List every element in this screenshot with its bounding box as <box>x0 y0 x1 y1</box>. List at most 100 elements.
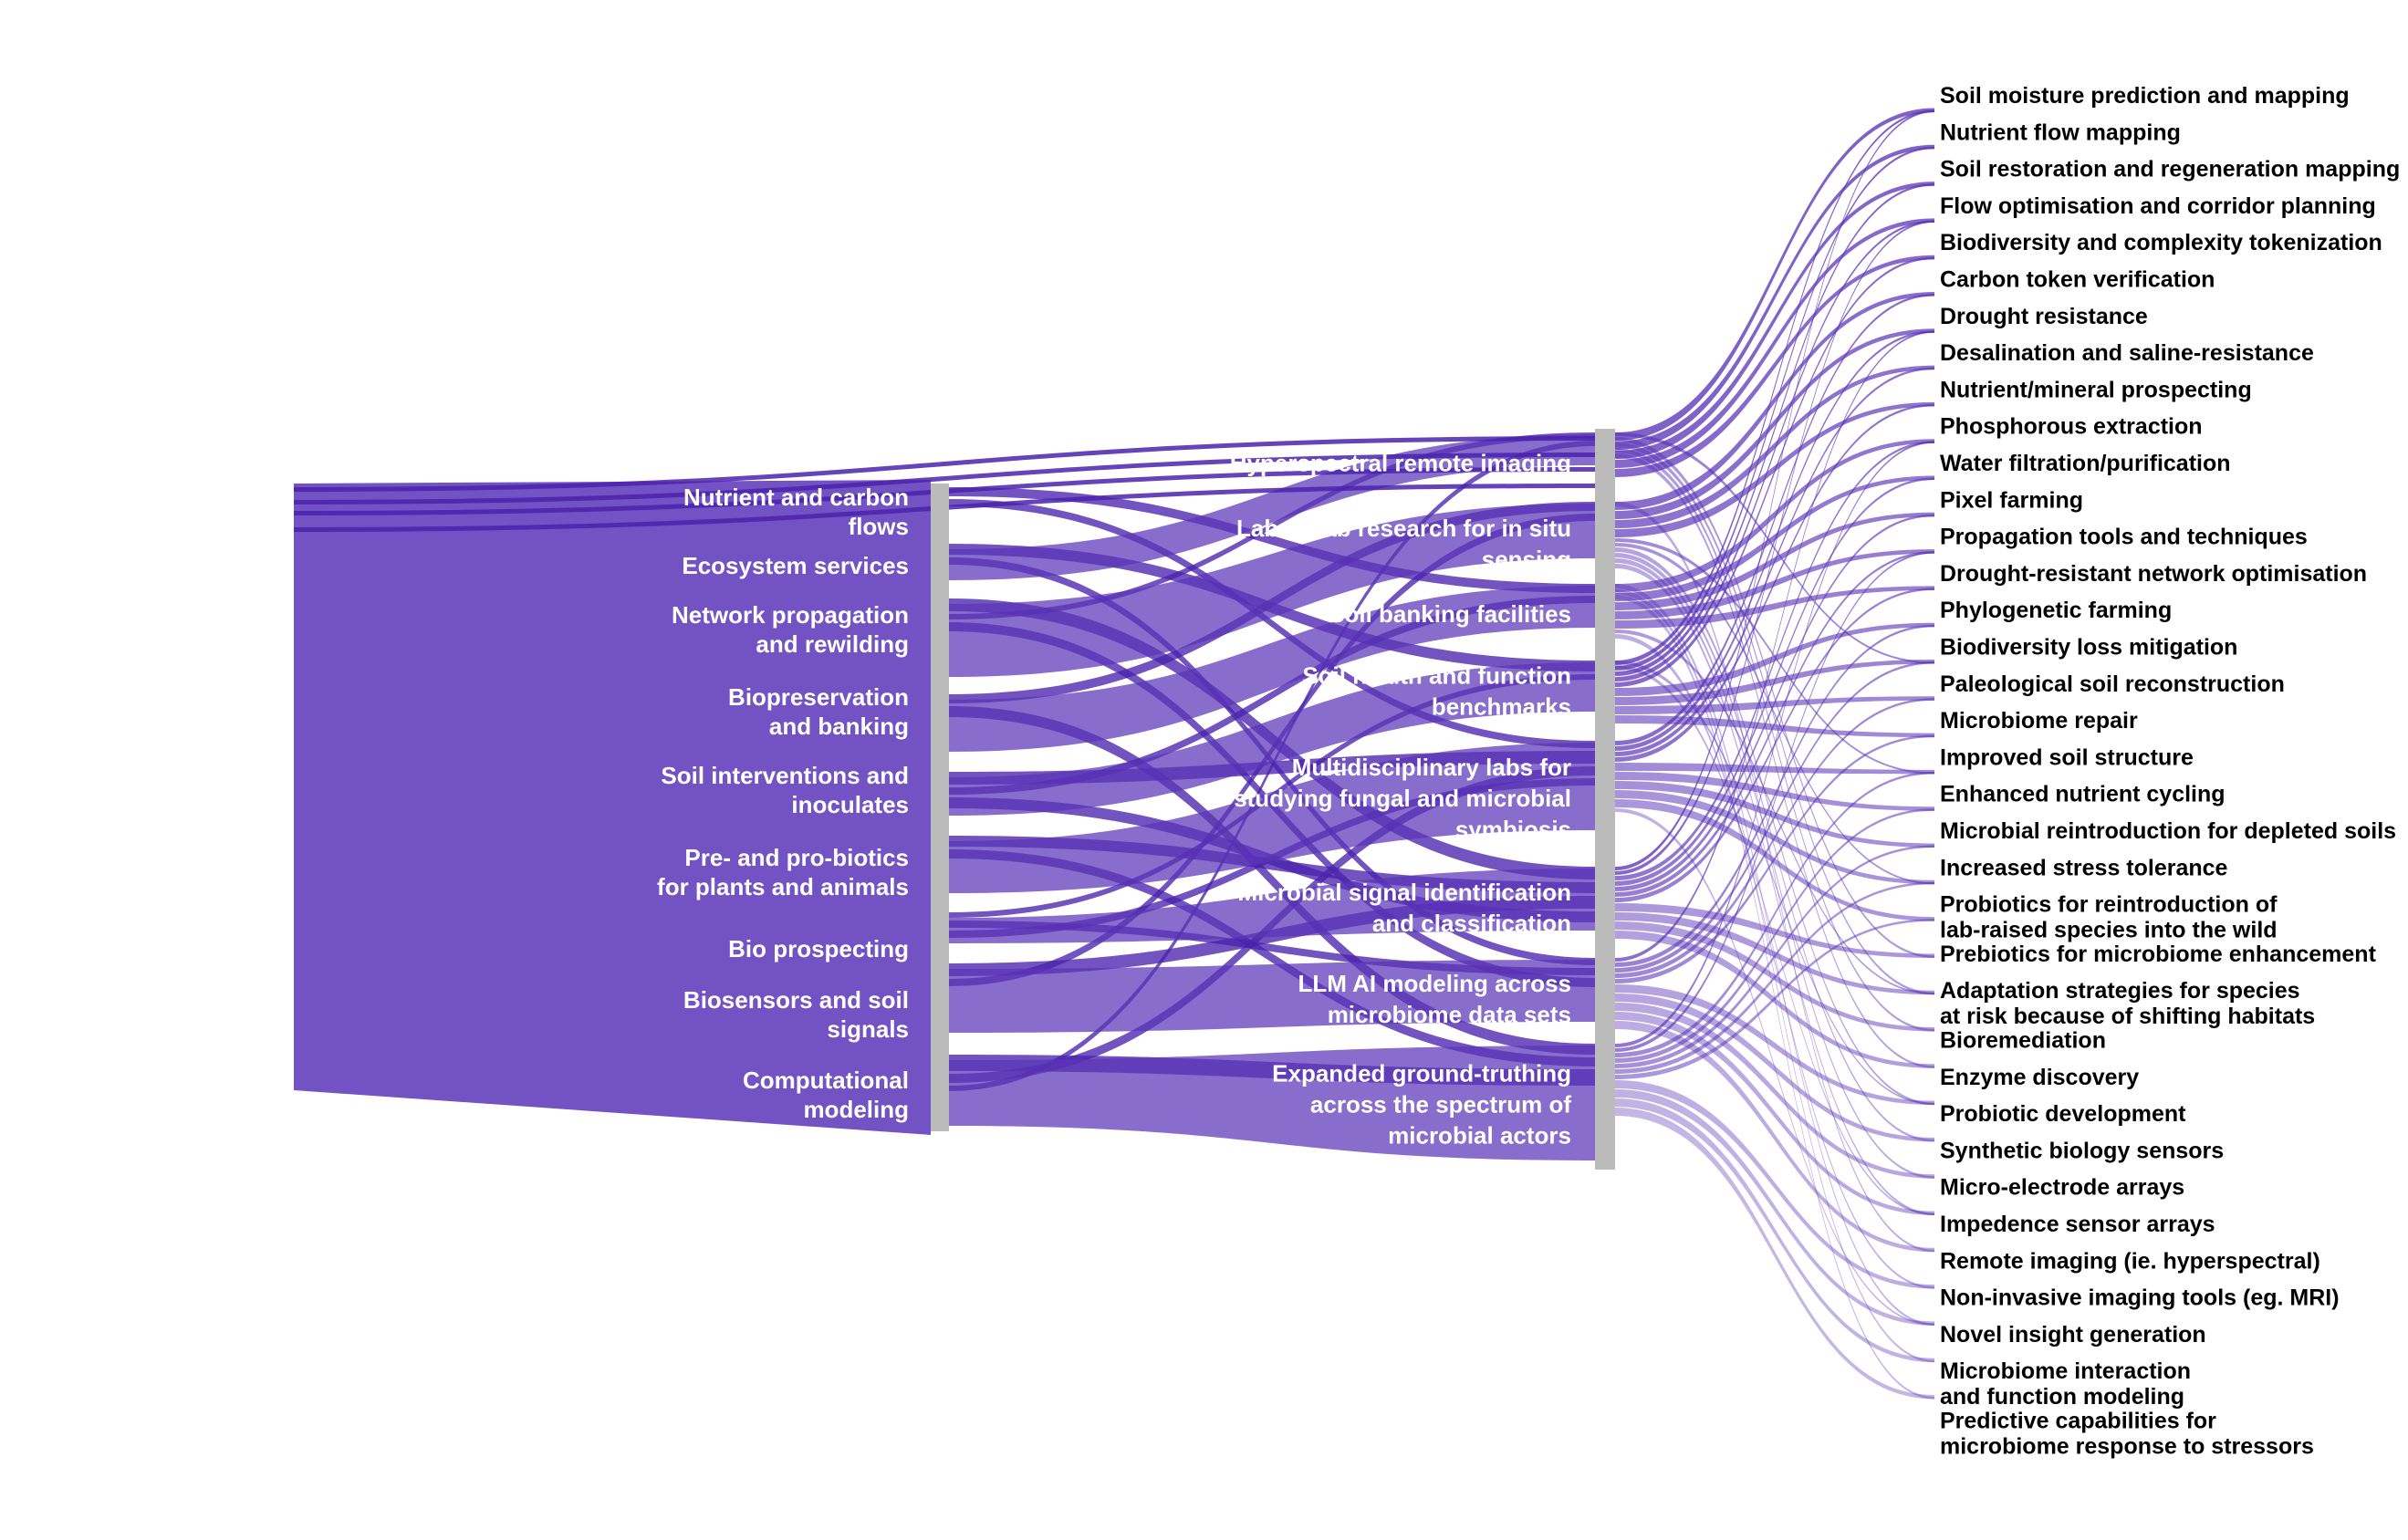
flow-ribbon <box>949 921 1595 975</box>
flow-ribbon <box>294 453 1595 505</box>
flow-ribbon <box>1615 1080 1934 1289</box>
node-bar <box>1595 863 1615 954</box>
flow-ribbon <box>1615 994 1934 1142</box>
node-bar <box>931 768 949 832</box>
flow-ribbon <box>1615 595 1934 1400</box>
flow-ribbon <box>1615 808 1934 1326</box>
outcome-label-line: Flow optimisation and corridor planning <box>1940 193 2376 219</box>
node-bar <box>1595 429 1615 498</box>
source-node-computational-modeling-line: modeling <box>803 1096 909 1123</box>
outcome-node-novel-insight-generation: Novel insight generation <box>1940 1322 2206 1348</box>
source-node-pre-and-pro-biotics-for-plants-and-animals-line: for plants and animals <box>657 873 909 900</box>
outcome-label-line: and function modeling <box>1940 1384 2184 1410</box>
outcome-label-line: Phosphorous extraction <box>1940 414 2203 440</box>
outcome-label-line: Biodiversity and complexity tokenization <box>1940 230 2382 255</box>
outcome-node-impedence-sensor-arrays: Impedence sensor arrays <box>1940 1212 2215 1237</box>
flow-ribbon <box>1615 790 1934 885</box>
flow-ribbon <box>1615 771 1934 1057</box>
outcome-node-flow-optimisation-and-corridor-planning: Flow optimisation and corridor planning <box>1940 193 2376 219</box>
outcome-node-biodiversity-loss-mitigation: Biodiversity loss mitigation <box>1940 635 2237 661</box>
flow-ribbon <box>1615 808 1934 1063</box>
source-node-bio-prospecting-line: Bio prospecting <box>728 935 909 962</box>
outcome-node-drought-resistance: Drought resistance <box>1940 304 2148 329</box>
flow-ribbon <box>1615 182 1934 459</box>
outcome-label-line: Drought resistance <box>1940 304 2148 329</box>
node-bar <box>1595 580 1615 657</box>
flow-ribbon <box>1615 1021 1934 1253</box>
outcome-node-enzyme-discovery: Enzyme discovery <box>1940 1065 2139 1090</box>
outcome-label-line: Phylogenetic farming <box>1940 598 2172 623</box>
flow-ribbon <box>1615 564 1934 1215</box>
flow-ribbon <box>1615 453 1934 1068</box>
flow-ribbon <box>1615 881 1934 1074</box>
outcome-node-synthetic-biology-sensors: Synthetic biology sensors <box>1940 1138 2224 1163</box>
flow-ribbon <box>949 596 1595 795</box>
middle-node-multidisciplinary-labs-for-studying-fungal-and-microbial-symbiosis-line: symbiosis <box>1455 816 1571 843</box>
middle-node-expanded-ground-truthing-across-the-spectrum-of-microbial-actors-line: microbial actors <box>1388 1122 1571 1150</box>
flow-ribbon <box>1615 845 1934 1068</box>
flow-ribbon <box>1615 502 1934 1253</box>
outcome-node-prebiotics-for-microbiome-enhancement: Prebiotics for microbiome enhancement <box>1940 942 2377 967</box>
source-node-computational-modeling-line: Computational <box>743 1067 909 1094</box>
flow-ribbon <box>1615 401 1934 537</box>
flow-ribbon <box>1615 624 1934 967</box>
outcome-node-phylogenetic-farming: Phylogenetic farming <box>1940 598 2172 623</box>
flow-ribbon <box>1615 256 1934 687</box>
source-node-soil-interventions-and-inoculates-line: Soil interventions and <box>661 762 909 789</box>
middle-node-microbial-signal-identification-and-classification-line: and classification <box>1372 910 1571 937</box>
flow-ribbon <box>1615 146 1934 671</box>
node-bar <box>931 484 949 540</box>
outcome-label-line: Paleological soil reconstruction <box>1940 671 2285 697</box>
source-node-pre-and-pro-biotics-for-plants-and-animals-line: Pre- and pro-biotics <box>684 844 909 871</box>
source-block-layer <box>294 480 931 1135</box>
flow-ribbon <box>949 662 1595 816</box>
source-node-network-propagation-and-rewilding-line: and rewilding <box>756 630 909 658</box>
source-node-biosensors-and-soil-signals-line: Biosensors and soil <box>683 986 909 1014</box>
outcome-node-soil-restoration-and-regeneration-mapping: Soil restoration and regeneration mappin… <box>1940 157 2400 182</box>
middle-node-soil-health-and-function-benchmarks-line: Soil health and function <box>1302 662 1571 690</box>
outcome-label-line: Probiotic development <box>1940 1101 2186 1127</box>
flow-ribbon <box>949 487 1595 593</box>
flow-ribbon <box>1615 763 1934 775</box>
flow-ribbon <box>1615 110 1934 870</box>
outcome-node-carbon-token-verification: Carbon token verification <box>1940 267 2215 293</box>
flow-ribbon <box>1615 588 1934 902</box>
flow-ribbon <box>1615 543 1934 885</box>
outcome-label-line: Microbial reintroduction for depleted so… <box>1940 818 2396 844</box>
node-bar <box>1595 657 1615 737</box>
flow-ribbon <box>949 960 1595 1033</box>
flow-ribbon <box>1615 715 1934 738</box>
flow-ribbon <box>1615 512 1934 610</box>
outcome-node-improved-soil-structure: Improved soil structure <box>1940 744 2194 770</box>
outcome-label-line: Enzyme discovery <box>1940 1065 2139 1090</box>
outcome-label-line: Soil moisture prediction and mapping <box>1940 83 2350 109</box>
middle-node-lab-to-lab-research-for-in-situ-sensing-line: Lab-to-lab research for in situ <box>1236 515 1571 542</box>
middle-node-multidisciplinary-labs-for-studying-fungal-and-microbial-symbiosis-line: Multidisciplinary labs for <box>1292 754 1571 781</box>
flow-ribbon <box>1615 218 1934 468</box>
source-node-biopreservation-and-banking-line: Biopreservation <box>728 683 909 711</box>
flow-ribbon <box>949 441 1595 1091</box>
flow-ribbon <box>1615 448 1934 1032</box>
outcome-label-line: microbiome response to stressors <box>1940 1434 2314 1460</box>
source-node-biopreservation-and-banking-line: and banking <box>769 713 909 740</box>
source-node-nutrient-and-carbon-flows-line: flows <box>849 513 909 540</box>
outcome-label-line: Prebiotics for microbiome enhancement <box>1940 942 2377 967</box>
outcome-node-microbial-reintroduction-for-depleted-soils: Microbial reintroduction for depleted so… <box>1940 818 2396 844</box>
node-bar <box>1595 1040 1615 1170</box>
flow-ribbon <box>1615 984 1934 1106</box>
middle-node-expanded-ground-truthing-across-the-spectrum-of-microbial-actors-line: Expanded ground-truthing <box>1272 1060 1571 1087</box>
flow-ribbon <box>1615 292 1934 510</box>
flow-ribbon <box>1615 921 1934 1032</box>
source-node-network-propagation-and-rewilding-line: Network propagation <box>672 601 909 629</box>
